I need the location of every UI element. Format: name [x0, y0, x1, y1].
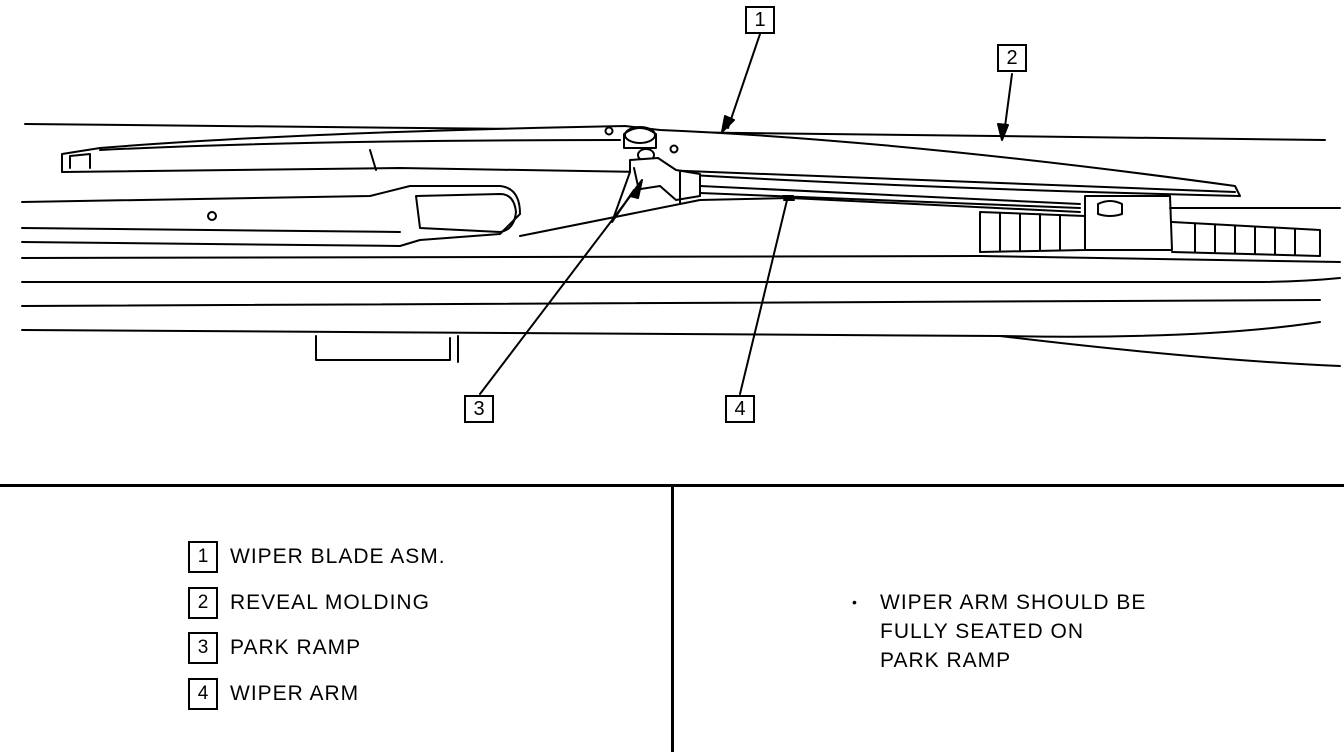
- wiper-assembly-drawing: [21, 33, 1341, 395]
- legend-label: REVEAL MOLDING: [230, 591, 430, 614]
- note-line: PARK RAMP: [880, 649, 1012, 672]
- note-line: WIPER ARM SHOULD BE: [880, 591, 1147, 614]
- leader-lines: [479, 33, 1013, 395]
- legend-item-4: 4 WIPER ARM: [188, 677, 359, 711]
- callout-3: 3: [464, 395, 494, 423]
- pivot-cap: [623, 126, 657, 162]
- legend-item-2: 2 REVEAL MOLDING: [188, 586, 430, 620]
- callout-2: 2: [997, 44, 1027, 72]
- callout-1: 1: [745, 6, 775, 34]
- legend-item-3: 3 PARK RAMP: [188, 631, 361, 665]
- legend-label: WIPER ARM: [230, 682, 360, 705]
- vertical-divider: [671, 486, 674, 752]
- park-ramp: [611, 157, 701, 223]
- legend-number: 2: [188, 587, 218, 619]
- cowl-panel: [979, 195, 1341, 257]
- legend-label: PARK RAMP: [230, 636, 362, 659]
- legend-item-1: 1 WIPER BLADE ASM.: [188, 540, 446, 574]
- installation-note: • WIPER ARM SHOULD BE FULLY SEATED ON PA…: [852, 588, 1146, 675]
- callout-4: 4: [725, 395, 755, 423]
- wiper-arm: [21, 185, 1081, 247]
- bullet-icon: •: [852, 594, 857, 610]
- horizontal-divider: [0, 484, 1344, 487]
- legend-number: 3: [188, 632, 218, 664]
- legend-label: WIPER BLADE ASM.: [230, 545, 446, 568]
- legend-number: 4: [188, 678, 218, 710]
- legend-number: 1: [188, 541, 218, 573]
- hood-lines: [21, 255, 1341, 367]
- note-line: FULLY SEATED ON: [880, 620, 1085, 643]
- windshield-edge: [659, 131, 1326, 141]
